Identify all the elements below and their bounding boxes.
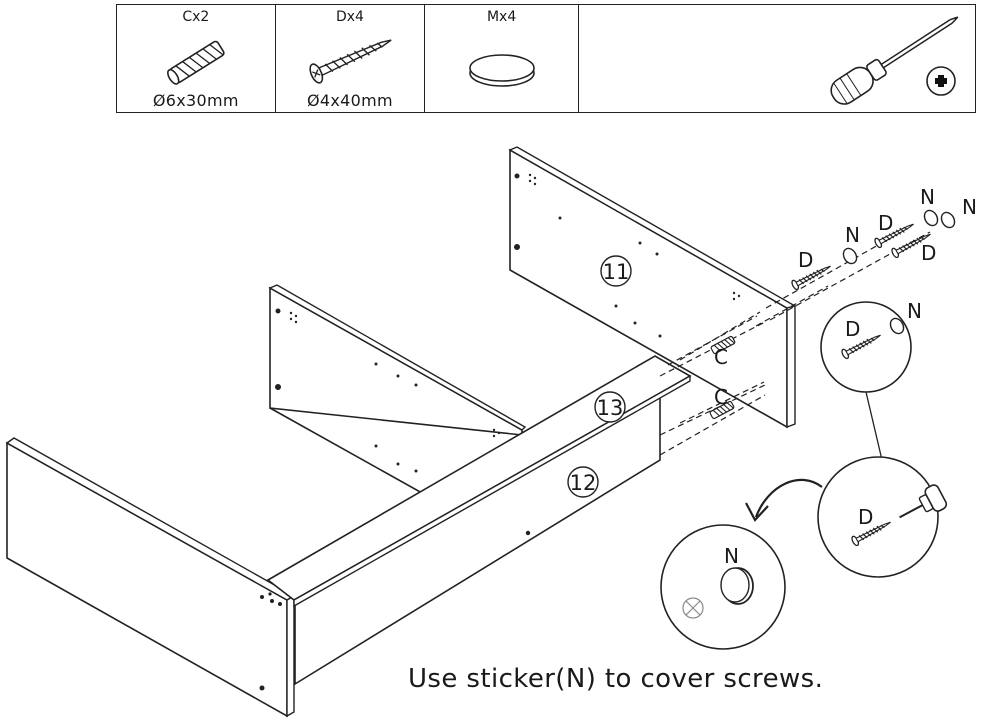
detail-circle-screwdriver: [817, 456, 948, 578]
label-n: N: [907, 299, 922, 323]
part-number-circle: [600, 255, 632, 287]
sticker-n-2: [923, 209, 939, 227]
sticker-n-1: [842, 247, 858, 265]
label-d: D: [845, 317, 860, 341]
part-quantity: Cx2: [182, 9, 210, 25]
label-c: C: [714, 385, 728, 409]
part-cell-dowel: Cx2 Ø6x30mm: [117, 5, 276, 112]
part-quantity: Mx4: [486, 9, 517, 25]
part-quantity: Dx4: [335, 9, 364, 25]
curved-arrow-icon: [745, 478, 823, 522]
left-side-panel: [5, 437, 296, 718]
sticker-n-3: [940, 211, 956, 229]
part-cell-sticker: Mx4: [425, 5, 579, 112]
detail-leader-line: [865, 391, 883, 461]
detail-circle-sticker-applied: [660, 524, 786, 650]
part-number-circle: [567, 466, 599, 498]
detail-circle-screw-sticker: [820, 301, 912, 393]
label-d: D: [858, 505, 873, 529]
label-c: C: [714, 345, 728, 369]
part-cell-screw: Dx4 Ø4x40mm: [276, 5, 426, 112]
screw-icon: [308, 39, 392, 84]
front-panel-number: 12: [570, 471, 597, 495]
top-rail-13: [266, 355, 692, 608]
label-d: D: [798, 248, 813, 272]
dowel-icon: [167, 40, 225, 85]
back-panel-number: 11: [603, 260, 630, 284]
rail-number: 13: [597, 396, 624, 420]
part-number-circle: [594, 391, 626, 423]
sticker-disc-icon: [469, 54, 536, 87]
part-dimension: Ø4x40mm: [307, 91, 393, 110]
part-dimension: Ø6x30mm: [152, 91, 239, 110]
part-cell-tool: [579, 5, 975, 112]
phillips-screwdriver-icon: [830, 16, 959, 105]
parts-table: Cx2 Ø6x30mm Dx4 Ø4x40mm Mx4: [116, 4, 976, 113]
label-n: N: [962, 195, 977, 219]
alignment-lines: [659, 231, 931, 456]
label-d: D: [878, 211, 893, 235]
label-n: N: [845, 223, 860, 247]
label-n: N: [920, 185, 935, 209]
label-n: N: [724, 544, 739, 568]
back-panel-11: [508, 146, 797, 429]
label-d: D: [921, 241, 936, 265]
instruction-caption: Use sticker(N) to cover screws.: [408, 664, 824, 694]
